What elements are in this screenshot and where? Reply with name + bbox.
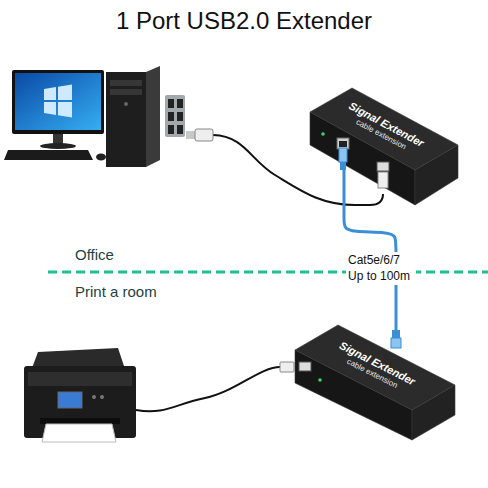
housing-face [295,350,412,440]
usb-port [168,99,174,108]
monitor-screen [15,73,101,130]
diagram-title: 1 Port USB2.0 Extender [0,7,488,35]
extender-housing [305,84,463,208]
printer-illustration [24,348,136,442]
printed-paper [42,424,116,442]
network-cable [343,170,346,208]
plug-boot [392,330,400,338]
usb-port-panel [165,95,185,137]
usb-cable [136,367,280,411]
output-slot [40,418,120,424]
monitor-base [40,143,76,149]
signal-extender-box: Signal Extendercable extension [290,318,460,443]
network-cable [395,318,398,332]
drive-bay [110,89,142,95]
usb-plug [195,129,213,141]
usb-a-port [299,362,311,371]
windows-logo [58,102,72,118]
rj45-plug [339,148,347,162]
usb-port [177,112,183,121]
usb-plug-metal [186,131,195,139]
printer-panel [28,372,132,386]
rj45-port [337,138,349,149]
status-led [318,378,322,382]
drive-bay [110,80,142,86]
usb-port [168,125,174,134]
rj45-socket [339,141,347,147]
keyboard [4,150,93,160]
usb-b-port [377,162,389,171]
usb-port [177,125,183,134]
windows-logo [44,102,56,115]
cable-spec-label: Cat5e/6/7 Up to 100m [346,252,416,285]
pc-tower [106,72,146,167]
housing-face [415,145,458,205]
windows-logo [44,87,56,100]
usb-port [177,99,183,108]
room-divider [48,271,488,274]
printer-button [100,395,104,399]
usb-port [168,112,174,121]
status-led [321,132,325,136]
monitor-stand [53,134,63,144]
printer-button [92,395,96,399]
power-button [124,102,128,106]
mouse [96,154,106,161]
housing-face [412,385,455,440]
zone-label: Office [75,246,114,263]
zone-label: Print a room [75,283,157,300]
signal-extender-box: Signal Extendercable extension [305,84,463,208]
usb-plug [280,362,294,372]
windows-logo [58,85,72,101]
rj45-plug [391,338,401,348]
pc-tower-side [146,66,160,167]
monitor-frame [12,70,104,134]
plug-boot [340,162,346,170]
usb-plug [378,172,388,188]
computer-illustration [4,66,185,167]
printer-screen [58,392,82,408]
printer-tray [32,348,124,368]
